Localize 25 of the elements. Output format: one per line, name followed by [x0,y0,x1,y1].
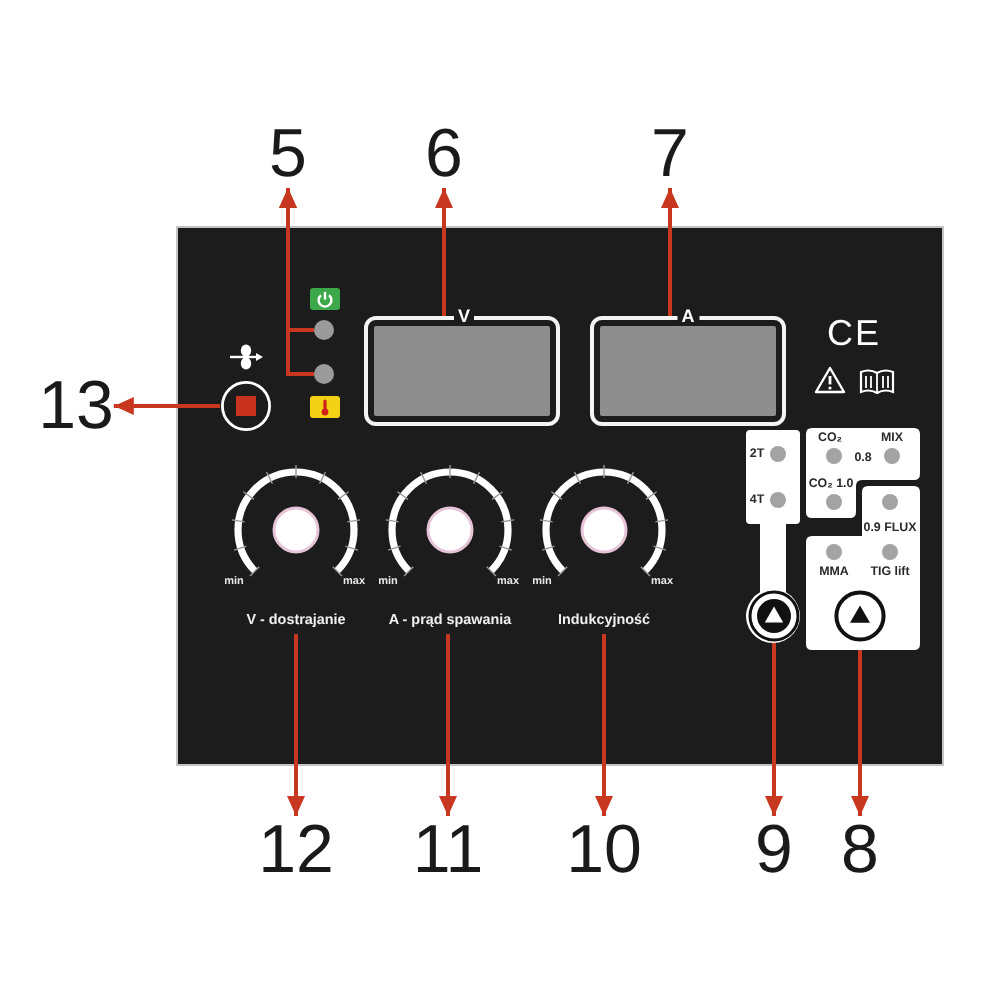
leader-line [287,634,305,816]
leader-line [661,188,679,316]
callout-number: 7 [651,120,689,188]
callout-number: 13 [38,372,114,440]
leader-line [435,188,453,316]
display-label: A [677,305,699,327]
ce-mark: CE [827,313,881,355]
leader-line [765,642,783,816]
callout-number: 8 [841,816,879,884]
callout-number: 9 [755,816,793,884]
indicator-light-icon [314,320,334,340]
leader-line [595,634,613,816]
leader-line [279,188,314,376]
leader-line [439,634,457,816]
indicator-light-icon [314,364,334,384]
callout-number: 12 [258,816,334,884]
callout-number: 5 [269,120,307,188]
selector-button [834,590,886,642]
callout-number: 6 [425,120,463,188]
callout-number: 10 [566,816,642,884]
display-label: V [454,305,474,327]
push-button [220,380,272,432]
callout-number: 11 [412,816,484,884]
selector-button [747,590,799,642]
leader-line [113,397,220,415]
